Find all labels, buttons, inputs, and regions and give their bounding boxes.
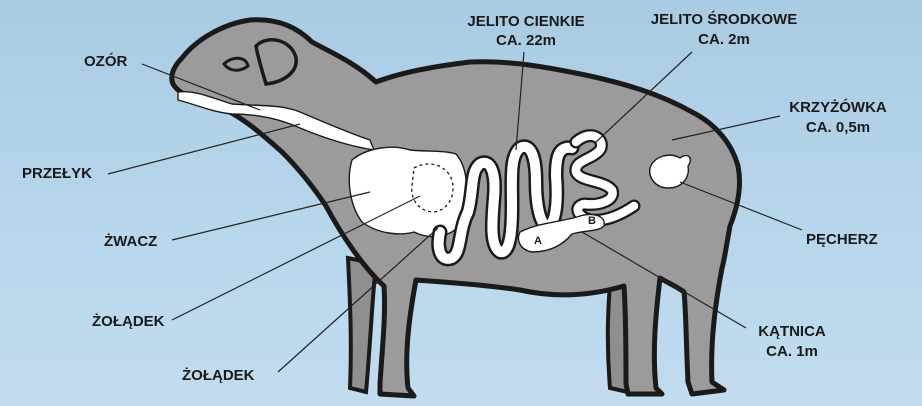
marker-b: B [588, 215, 596, 227]
label-przelyk: PRZEŁYK [22, 165, 92, 182]
marker-a: A [534, 235, 542, 247]
label-krzyzowka-len: CA. 0,5m [806, 119, 870, 136]
label-zoladek-2: ŻOŁĄDEK [182, 367, 255, 384]
leader-przelyk [108, 124, 300, 174]
label-zoladek-1: ŻOŁĄDEK [92, 313, 165, 330]
front-leg-back [348, 258, 376, 392]
label-ozor: OZÓR [84, 52, 127, 70]
label-jelito-cienkie-len: CA. 22m [496, 32, 556, 49]
label-pecherz: PĘCHERZ [806, 231, 878, 248]
label-krzyzowka: KRZYŻÓWKA [789, 98, 887, 116]
label-zwacz: ŻWACZ [104, 233, 157, 250]
label-jelito-srodkowe-len: CA. 2m [698, 31, 750, 48]
label-jelito-srodkowe: JELITO ŚRODKOWE [651, 10, 797, 28]
label-katnica-len: CA. 1m [766, 343, 818, 360]
label-katnica: KĄTNICA [758, 323, 826, 340]
label-jelito-cienkie: JELITO CIENKIE [467, 13, 584, 30]
